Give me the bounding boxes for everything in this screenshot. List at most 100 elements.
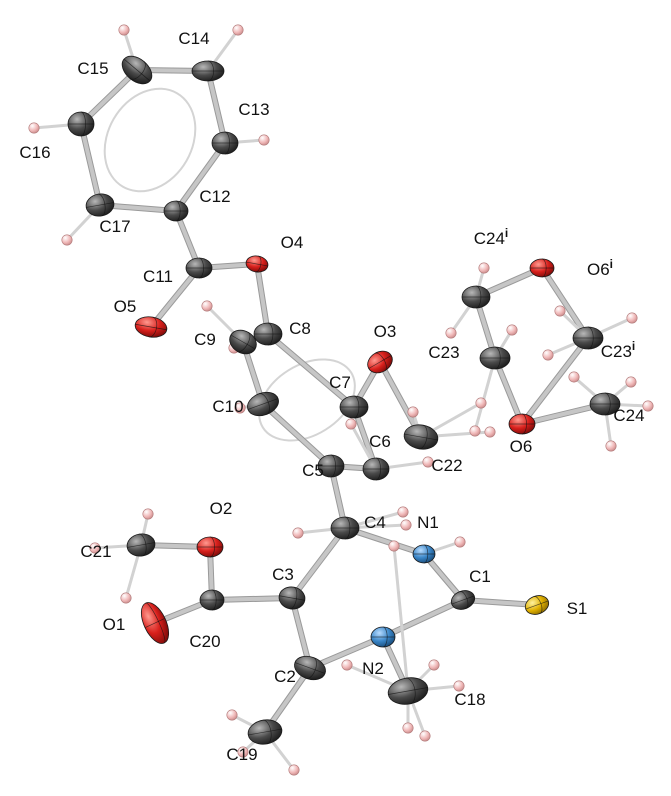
bonds [32, 28, 650, 772]
hydrogen-atom [61, 234, 73, 246]
hydrogen-atom [345, 418, 357, 430]
label-c20: C20 [189, 632, 220, 651]
label-c14: C14 [178, 29, 209, 48]
atom-c8 [253, 322, 283, 346]
label-o2: O2 [210, 499, 233, 518]
label-c10: C10 [212, 397, 243, 416]
bond [378, 360, 423, 439]
atom-c14 [191, 60, 225, 82]
hydrogen-atom [422, 456, 434, 468]
hydrogen-atom [28, 122, 40, 134]
hydrogen-atom [445, 327, 457, 339]
label-c22: C22 [431, 456, 462, 475]
bond [266, 332, 356, 409]
hydrogen-atom [407, 406, 419, 418]
label-o3: O3 [374, 322, 397, 341]
atom-o1 [140, 602, 170, 644]
atom-c17 [85, 193, 115, 217]
hydrogen-atom [554, 305, 566, 317]
hydrogen-atom [118, 24, 130, 36]
hydrogen-atom [605, 440, 617, 452]
hydrogen-atom [142, 508, 154, 520]
label-c9: C9 [194, 330, 216, 349]
hydrogen-atom [201, 300, 213, 312]
atom-o6i [529, 258, 555, 278]
atom-c16 [67, 111, 95, 137]
atom-c11 [185, 257, 213, 279]
hydrogen-atom [453, 680, 465, 692]
hydrogen-atom [419, 730, 431, 742]
atom-c6 [362, 457, 390, 481]
label-o5: O5 [114, 297, 137, 316]
bond [381, 598, 465, 639]
hydrogen-atom [428, 659, 440, 671]
atom-c23i [572, 326, 604, 350]
label-c23: C23 [428, 343, 459, 362]
hydrogen-atom [232, 24, 244, 36]
atom-o3 [367, 350, 393, 374]
atom-c15 [121, 55, 153, 85]
bond-h [473, 356, 497, 433]
bond-h [392, 544, 410, 693]
atom-c19 [247, 719, 283, 745]
label-s1: S1 [567, 599, 588, 618]
label-c17: C17 [99, 217, 130, 236]
bond [79, 68, 139, 126]
atom-o6 [508, 413, 536, 435]
atom-n2 [370, 626, 396, 648]
hydrogen-atom [484, 426, 496, 438]
hydrogen-atom [478, 262, 490, 274]
bond [174, 141, 227, 213]
atom-c3 [278, 586, 306, 610]
hydrogen-atom [402, 722, 414, 734]
hydrogen-atom [234, 402, 246, 414]
aromatic-rings [103, 87, 356, 442]
atom-c23 [479, 346, 511, 370]
hydrogen-atom [120, 592, 132, 604]
atom-labels: C1C2C3C4C5C6C7C8C9C10C11C12C13C14C15C16C… [19, 29, 644, 764]
hydrogen-atoms [28, 24, 654, 776]
label-c13: C13 [238, 100, 269, 119]
label-o6i: O6i [587, 257, 613, 279]
bond [149, 266, 201, 329]
label-c16: C16 [19, 143, 50, 162]
atom-c4 [330, 516, 360, 540]
atom-c7 [339, 395, 369, 419]
aromatic-ring-circle [103, 87, 197, 193]
hydrogen-atom [642, 400, 654, 412]
atom-c18 [387, 677, 429, 705]
atom-s1 [524, 595, 550, 615]
label-c7: C7 [329, 373, 351, 392]
label-c1: C1 [469, 567, 491, 586]
label-c21: C21 [80, 542, 111, 561]
label-c3: C3 [272, 565, 294, 584]
bond [210, 596, 294, 602]
hydrogen-atom [258, 134, 270, 146]
atom-n1 [412, 544, 436, 564]
atom-o5 [134, 316, 168, 338]
hydrogen-atom [469, 425, 481, 437]
hydrogen-atom [542, 349, 554, 361]
hydrogen-atom [397, 506, 409, 518]
atom-c2 [294, 655, 326, 681]
hydrogen-atom [89, 542, 101, 554]
atom-c24i [461, 285, 491, 309]
label-c15: C15 [77, 59, 108, 78]
atom-c22 [403, 424, 439, 450]
bond [493, 356, 524, 426]
atom-c24 [589, 392, 621, 416]
hydrogen-atom [400, 519, 412, 531]
aromatic-ring-circle [258, 358, 356, 442]
label-c5: C5 [302, 461, 324, 480]
hydrogen-atom [506, 324, 518, 336]
atom-c20 [199, 589, 225, 611]
label-c12: C12 [199, 187, 230, 206]
atom-c5 [317, 454, 345, 478]
label-c23i: C23i [601, 339, 636, 361]
bond [520, 336, 590, 426]
label-o6: O6 [510, 437, 533, 456]
bond [290, 526, 347, 600]
atom-o2 [196, 536, 224, 558]
